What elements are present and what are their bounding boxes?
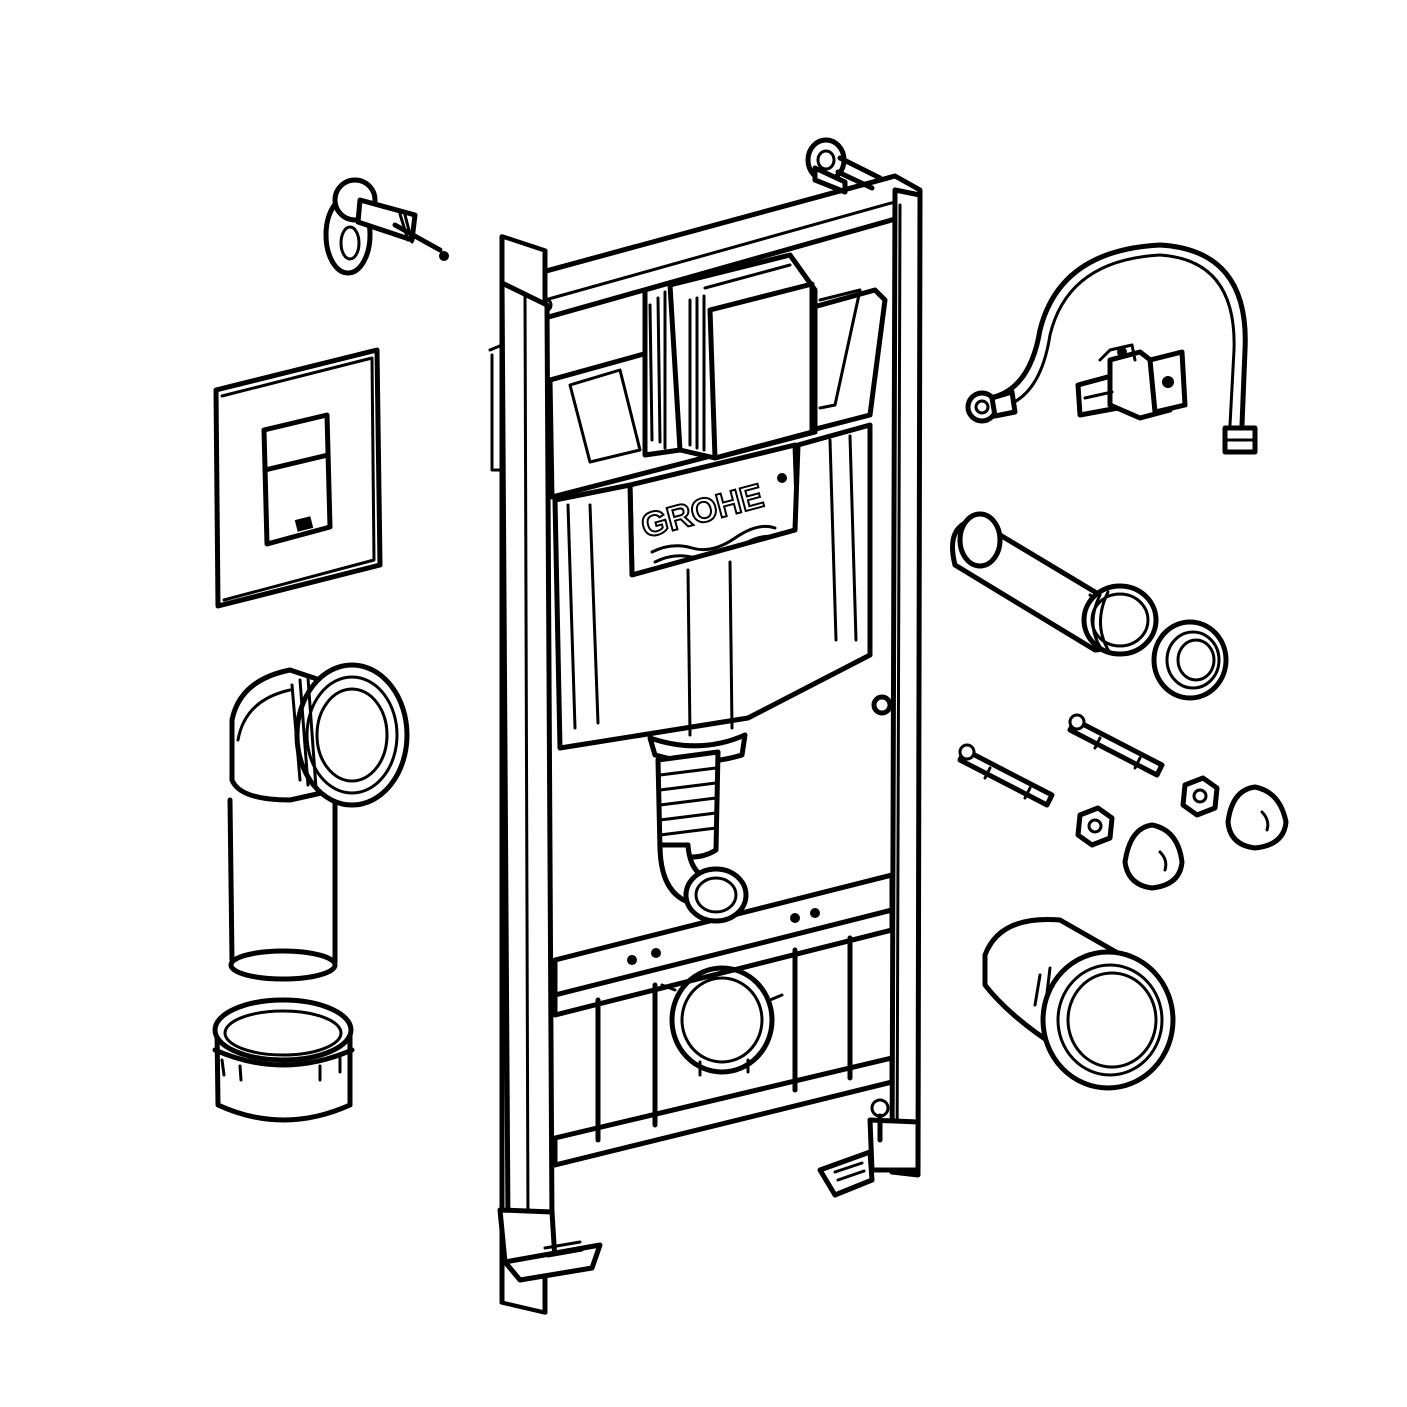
flush-plate <box>213 347 383 609</box>
pipe-seal <box>1151 619 1229 701</box>
reducer-sleeve <box>212 997 355 1123</box>
bolt-nuts <box>1075 775 1220 848</box>
drain-connector <box>982 916 1176 1091</box>
wall-bracket-kit <box>323 137 883 276</box>
flush-bend-elbow <box>227 662 410 982</box>
connection-pipe <box>950 511 1159 657</box>
supply-hose-and-angle-valve <box>965 242 1258 455</box>
bolt-caps <box>1122 784 1289 891</box>
mounting-bolts <box>957 713 1165 808</box>
installation-frame <box>488 173 923 1315</box>
cistern: GROHE <box>547 252 888 924</box>
